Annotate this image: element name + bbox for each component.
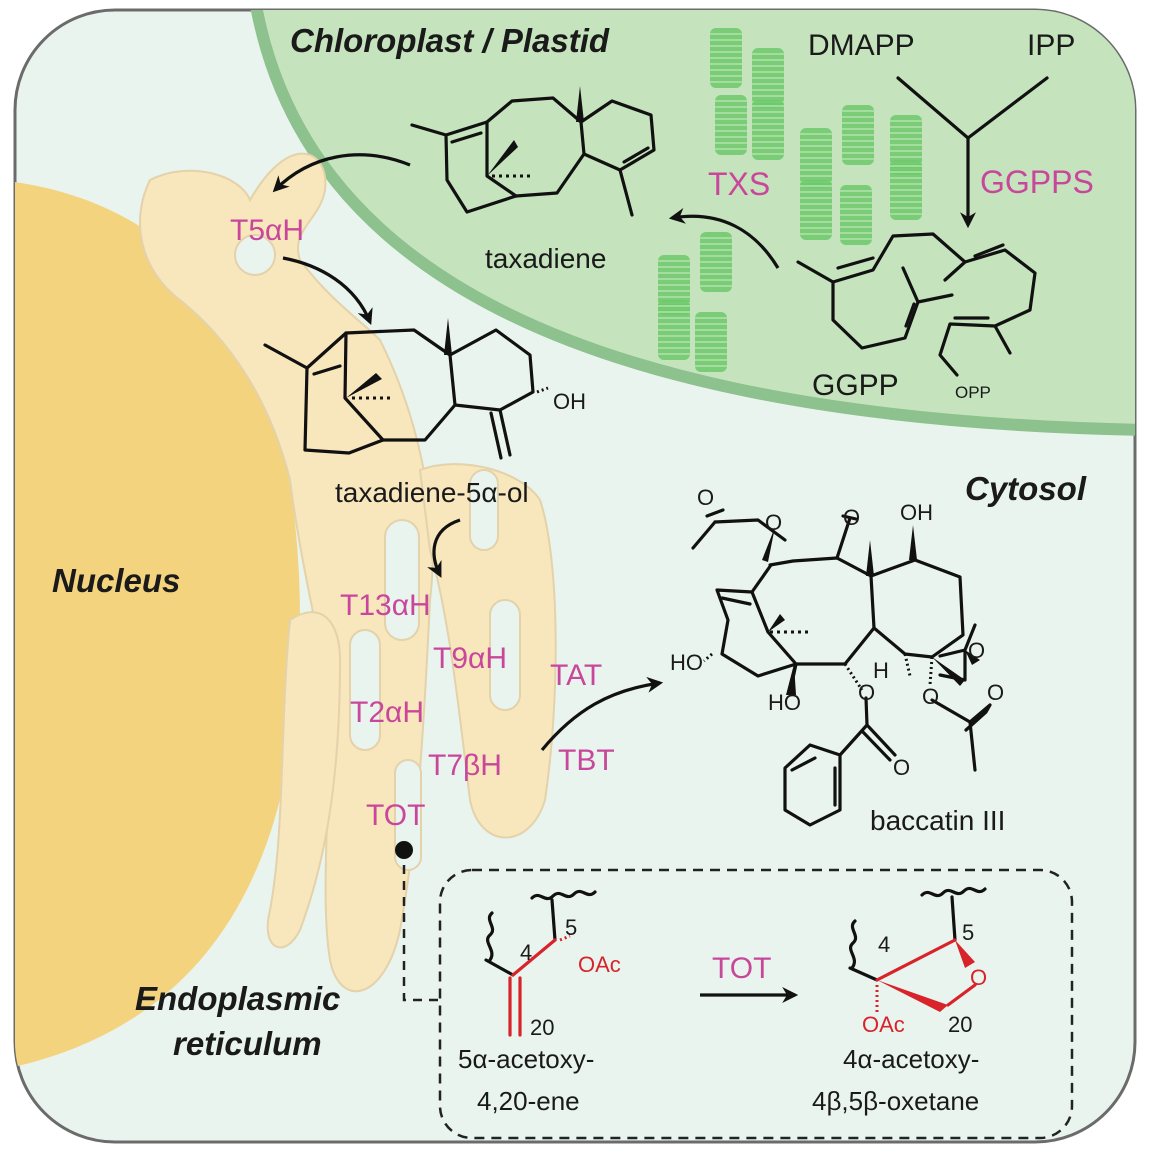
product-c20: 20 xyxy=(948,1012,972,1037)
ipp-label: IPP xyxy=(1027,29,1075,62)
txs-arrow xyxy=(668,208,780,269)
nucleus xyxy=(15,180,300,1070)
ggpp-opp-label: OPP xyxy=(955,383,991,402)
baccatin-o-acetyl-carbonyl: O xyxy=(697,485,714,510)
enzyme-tat: TAT xyxy=(550,659,602,692)
substrate-c5: 5 xyxy=(565,915,577,940)
substrate-name-line1: 5α-acetoxy- xyxy=(458,1044,594,1074)
baccatin-oh-c7: OH xyxy=(900,500,933,525)
baccatin-ho-c13: HO xyxy=(670,650,703,675)
taxadiene-5a-ol-structure xyxy=(263,318,549,460)
baccatin-h-c3: H xyxy=(873,658,889,683)
tot-mechanism-inset xyxy=(438,868,1074,1140)
chloroplast-label: Chloroplast / Plastid xyxy=(290,22,610,59)
enzyme-t13ah: T13αH xyxy=(340,589,431,622)
product-oac: OAc xyxy=(862,1012,905,1037)
substrate-oac: OAc xyxy=(578,952,621,977)
inset-enzyme-tot: TOT xyxy=(712,952,771,985)
substrate-name-line2: 4,20-ene xyxy=(477,1086,580,1116)
acylation-arrow xyxy=(540,676,664,752)
baccatin-o-c4-acetate: O xyxy=(922,684,939,709)
product-name-line1: 4α-acetoxy- xyxy=(843,1044,979,1074)
baccatin-o-c4-acetate-carbonyl: O xyxy=(987,680,1004,705)
product-structure xyxy=(848,886,987,1015)
enzyme-ggpps: GGPPS xyxy=(980,164,1094,200)
er-label-line2: reticulum xyxy=(173,1025,322,1062)
cytosol-label: Cytosol xyxy=(965,470,1087,507)
product-c5: 5 xyxy=(962,920,974,945)
enzyme-tot: TOT xyxy=(366,799,425,832)
hydroxylation-arrow xyxy=(427,518,461,578)
taxadiene-5a-ol-label: taxadiene-5α-ol xyxy=(335,477,529,508)
product-oxetane-o: O xyxy=(970,965,987,990)
baccatin-o-acetyl-ester: O xyxy=(765,510,782,535)
tot-callout-line xyxy=(402,865,440,1002)
nucleus-label: Nucleus xyxy=(52,562,180,599)
substrate-structure xyxy=(484,889,597,1037)
oh-label: OH xyxy=(553,389,586,414)
baccatin-ho-c1: HO xyxy=(768,690,801,715)
substrate-c20: 20 xyxy=(530,1015,554,1040)
baccatin-iii-structure xyxy=(691,508,992,827)
taxadiene-label: taxadiene xyxy=(485,243,606,274)
export-arrow xyxy=(272,153,411,193)
baccatin-o-benzoate: O xyxy=(858,680,875,705)
er-label-line1: Endoplasmic xyxy=(135,980,340,1017)
enzyme-txs: TXS xyxy=(708,166,770,202)
er-lumen xyxy=(234,234,521,871)
enzyme-t9ah: T9αH xyxy=(433,642,507,675)
ggpp-structure xyxy=(796,232,1037,377)
endoplasmic-reticulum xyxy=(139,152,557,993)
baccatin-o-oxetane: O xyxy=(968,638,985,663)
baccatin-o-ketone: O xyxy=(843,505,860,530)
chloroplast xyxy=(247,10,1135,437)
enzyme-t5ah: T5αH xyxy=(230,214,304,247)
baccatin-o-benzoate-carbonyl: O xyxy=(893,755,910,780)
enzyme-t7bh: T7βH xyxy=(428,749,502,782)
enzyme-tbt: TBT xyxy=(558,744,615,777)
baccatin-iii-label: baccatin III xyxy=(870,805,1005,836)
product-name-line2: 4β,5β-oxetane xyxy=(812,1086,979,1116)
tot-locus-dot xyxy=(395,841,413,859)
dmapp-label: DMAPP xyxy=(808,29,915,62)
enzyme-t2ah: T2αH xyxy=(350,696,424,729)
substrate-c4: 4 xyxy=(520,940,532,965)
taxadiene-structure xyxy=(410,86,656,217)
product-c4: 4 xyxy=(878,932,890,957)
ggpp-label: GGPP xyxy=(812,369,899,402)
t5ah-arrow xyxy=(282,256,373,325)
